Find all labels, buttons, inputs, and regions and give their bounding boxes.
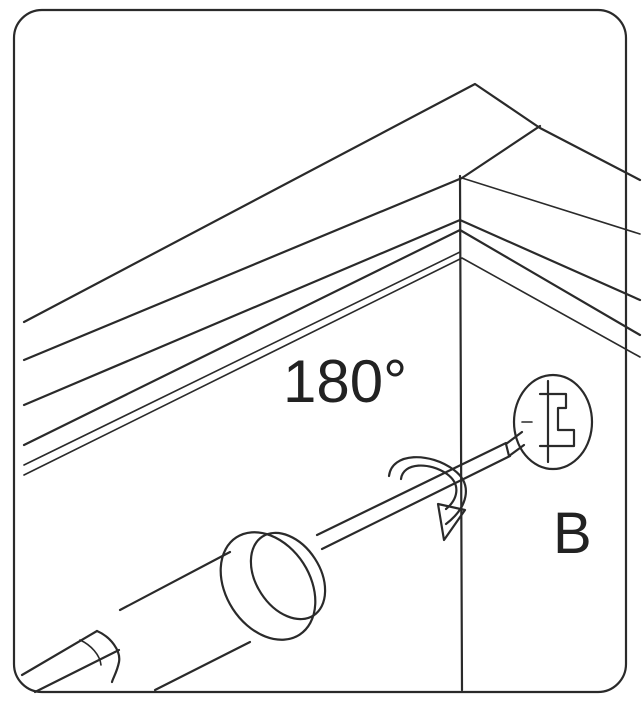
part-b-label: B xyxy=(553,501,592,566)
rotation-angle-label: 180° xyxy=(283,348,408,415)
cabinet-top xyxy=(22,82,642,692)
cam-lock-icon xyxy=(512,373,594,471)
diagram-frame xyxy=(12,8,628,694)
curved-rotation-arrow-icon xyxy=(387,456,467,542)
screwdriver-icon xyxy=(20,430,526,694)
